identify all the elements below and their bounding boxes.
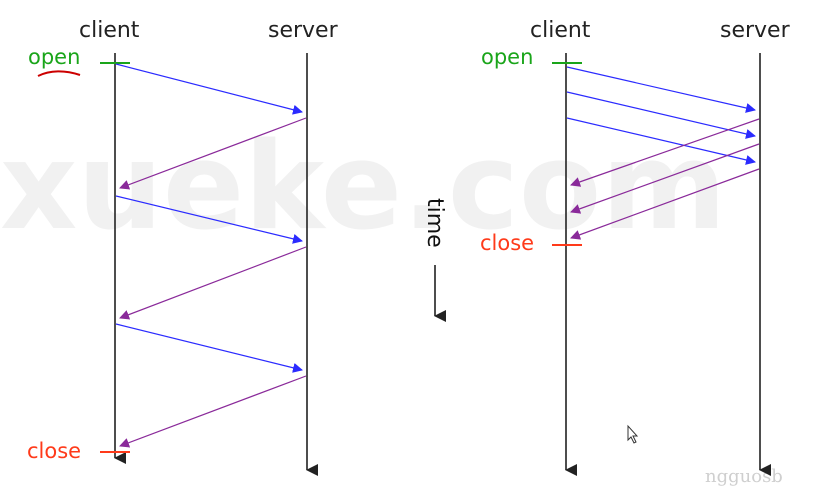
time-label: time: [422, 198, 447, 248]
left-open-underline: [37, 70, 81, 77]
time-axis: time: [422, 198, 447, 322]
left-request-1: [115, 63, 303, 115]
right-request-1: [566, 66, 756, 113]
right-request-3: [566, 117, 756, 165]
watermark-bottom-text: ngguosb: [705, 466, 783, 486]
right-diagram: client server open close: [480, 18, 791, 476]
right-response-2: [570, 143, 760, 214]
left-response-1: [119, 117, 307, 190]
left-diagram: client server open close: [27, 18, 339, 476]
right-client-label: client: [530, 18, 591, 43]
watermark-text: xueke.com: [0, 118, 726, 257]
right-response-3: [570, 168, 760, 240]
right-open-label: open: [481, 45, 533, 69]
left-client-label: client: [79, 18, 140, 43]
right-response-1: [570, 118, 760, 187]
left-request-2: [115, 195, 303, 244]
left-response-3: [119, 375, 307, 448]
left-response-2: [119, 246, 307, 320]
right-request-2: [566, 91, 756, 139]
right-close-label: close: [480, 231, 534, 255]
left-close-label: close: [27, 439, 81, 463]
mouse-cursor-icon: [627, 424, 639, 444]
left-open-label: open: [28, 45, 80, 69]
left-server-label: server: [268, 18, 339, 43]
left-request-3: [115, 323, 303, 373]
right-server-label: server: [720, 18, 791, 43]
